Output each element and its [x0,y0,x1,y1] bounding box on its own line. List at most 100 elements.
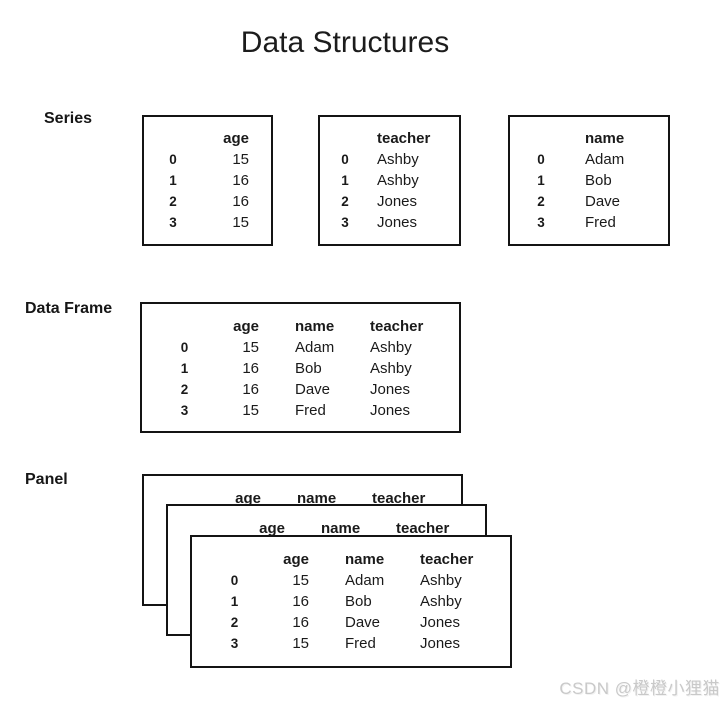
row-index: 1 [341,173,349,188]
cell-name: Bob [345,593,372,610]
cell-value: 16 [232,193,249,210]
frame-header-row: age name teacher [168,518,485,539]
row-index: 1 [537,173,545,188]
cell-teacher: Jones [370,402,411,419]
row-index: 3 [230,636,239,651]
column-header-age: age [283,551,309,568]
row-index: 2 [169,194,177,209]
cell-age: 15 [242,339,259,356]
column-header-name: name [297,490,337,507]
table-row: 0 Ashby [320,149,459,170]
column-header-name: name [295,318,335,335]
cell-name: Fred [345,635,376,652]
row-index: 1 [169,173,177,188]
table-row: 3 15 [144,212,271,233]
table-row: 1 16 Bob Ashby [192,591,510,612]
table-row: 2 16 Dave Jones [192,612,510,633]
table-row: 2 16 Dave Jones [142,379,459,400]
cell-value: 15 [232,214,249,231]
panel-section-label: Panel [25,471,68,488]
cell-name: Fred [295,402,326,419]
row-index: 3 [169,215,177,230]
cell-value: Adam [585,151,625,168]
cell-value: Jones [377,193,418,210]
cell-value: Bob [585,172,612,189]
column-header-age: age [235,490,261,507]
cell-teacher: Ashby [420,572,462,589]
table-row: 3 Jones [320,212,459,233]
row-index: 2 [230,615,239,630]
row-index: 0 [169,152,177,167]
column-header: teacher [377,130,431,147]
table-row: 0 Adam [510,149,668,170]
cell-name: Bob [295,360,322,377]
cell-value: Ashby [377,172,419,189]
cell-teacher: Jones [420,635,461,652]
cell-teacher: Jones [420,614,461,631]
column-header-name: name [321,520,361,537]
cell-value: Dave [585,193,621,210]
column-header-age: age [259,520,285,537]
cell-age: 16 [242,360,259,377]
series-header-row: teacher [320,128,459,149]
row-index: 3 [341,215,349,230]
table-row: 2 16 [144,191,271,212]
cell-value: 16 [232,172,249,189]
series-section-label: Series [44,110,93,127]
series-header-row: name [510,128,668,149]
cell-teacher: Jones [370,381,411,398]
row-index: 1 [180,361,189,376]
column-header: name [585,130,625,147]
row-index: 0 [180,340,189,355]
column-header: age [223,130,249,147]
cell-name: Dave [345,614,381,631]
cell-age: 16 [292,614,309,631]
page-title: Data Structures [240,26,450,59]
cell-age: 16 [292,593,309,610]
column-header-teacher: teacher [372,490,426,507]
table-row: 1 16 [144,170,271,191]
cell-name: Dave [295,381,331,398]
watermark-text: CSDN @橙橙小狸猫 [559,679,720,698]
column-header-teacher: teacher [396,520,450,537]
cell-teacher: Ashby [420,593,462,610]
cell-teacher: Ashby [370,339,412,356]
row-index: 0 [537,152,545,167]
table-row: 1 Ashby [320,170,459,191]
column-header-teacher: teacher [370,318,424,335]
row-index: 3 [180,403,189,418]
cell-value: Ashby [377,151,419,168]
row-index: 3 [537,215,545,230]
cell-name: Adam [295,339,335,356]
dataframe-section-label: Data Frame [25,300,113,317]
row-index: 0 [230,573,239,588]
column-header-age: age [233,318,259,335]
frame-header-row: age name teacher [144,488,461,509]
frame-header-row: age name teacher [142,316,459,337]
cell-value: Jones [377,214,418,231]
row-index: 0 [341,152,349,167]
cell-teacher: Ashby [370,360,412,377]
table-row: 0 15 Adam Ashby [192,570,510,591]
table-row: 0 15 Adam Ashby [142,337,459,358]
table-row: 2 Jones [320,191,459,212]
table-row: 1 16 Bob Ashby [142,358,459,379]
row-index: 2 [180,382,189,397]
row-index: 2 [341,194,349,209]
cell-name: Adam [345,572,385,589]
cell-age: 15 [292,572,309,589]
cell-age: 16 [242,381,259,398]
column-header-name: name [345,551,385,568]
row-index: 1 [230,594,239,609]
